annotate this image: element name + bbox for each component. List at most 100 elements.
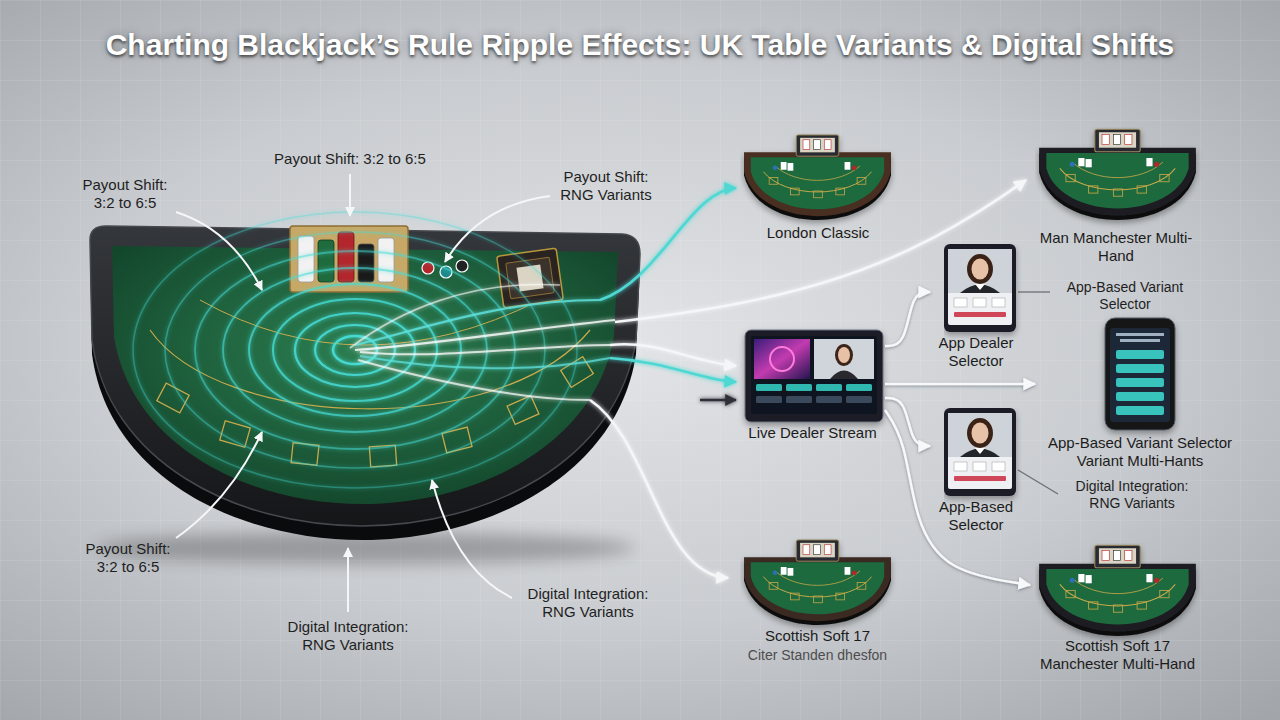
phone xyxy=(1105,318,1175,430)
live-dealer-tablet-part xyxy=(786,384,812,391)
ripple-streams-part xyxy=(350,284,560,348)
callout-label: Digital Integration: RNG Variants xyxy=(278,618,418,655)
live-dealer-tablet-part xyxy=(846,396,872,403)
side-leaders-part xyxy=(1018,470,1058,494)
phone-part xyxy=(1116,364,1164,373)
callout-label: App-Based Variant Selector xyxy=(1055,279,1195,313)
live-dealer-tablet-part xyxy=(838,347,850,363)
live-dealer-tablet-part xyxy=(770,347,794,371)
phone-part xyxy=(1116,392,1164,401)
variant-illustrations-part xyxy=(944,408,1016,496)
live-dealer-tablet-part xyxy=(835,344,853,366)
variant-node: App-Based Variant Selector Variant Multi… xyxy=(1035,316,1245,471)
flow-arrows-part xyxy=(600,188,736,300)
node-label: App Dealer Selector xyxy=(930,334,1022,371)
main-table-part xyxy=(358,244,374,282)
variant-illustrations-part xyxy=(744,135,891,220)
callout-leaders-part xyxy=(176,212,262,290)
ripple-streams xyxy=(350,284,615,400)
phone-part xyxy=(1116,333,1164,336)
callout-leaders xyxy=(176,174,550,612)
variant-illustrations-part xyxy=(744,540,891,625)
live-dealer-tablet-part xyxy=(756,396,782,403)
node-label: London Classic xyxy=(738,224,898,242)
flow-arrows-part xyxy=(700,399,736,401)
connector-arrow xyxy=(885,292,930,346)
ripple-streams-part xyxy=(360,356,610,368)
live-dealer-tablet-part xyxy=(830,371,858,380)
phone-part xyxy=(1120,339,1160,342)
live-dealer-tablet-part xyxy=(756,384,782,391)
callout-label: Digital Integration: RNG Variants xyxy=(518,585,658,622)
main-table-part xyxy=(220,421,251,447)
variant-node: Live Dealer Stream xyxy=(740,328,885,442)
node-label: Man Manchester Multi-Hand xyxy=(1030,229,1202,266)
phone-part xyxy=(1105,318,1175,430)
node-label: Scottish Soft 17 Manchester Multi-Hand xyxy=(1030,637,1205,674)
phone-part xyxy=(1110,328,1170,422)
node-label: App-Based Variant Selector Variant Multi… xyxy=(1035,434,1245,471)
connector-group xyxy=(885,292,1035,585)
live-dealer-tablet-part xyxy=(754,339,810,379)
flow-arrows-part xyxy=(610,358,736,382)
callout-label: Payout Shift: 3:2 to 6:5 xyxy=(78,540,178,577)
flow-arrows xyxy=(590,180,1026,578)
callout-label: Payout Shift: 3:2 to 6:5 xyxy=(75,176,175,213)
live-dealer-tablet-part xyxy=(814,339,874,379)
live-dealer-tablet-part xyxy=(751,336,877,414)
variant-illustrations-part xyxy=(944,244,1016,332)
variant-node: Scottish Soft 17 Manchester Multi-Hand xyxy=(1030,540,1205,674)
variant-node: Scottish Soft 17 Citer Standen dhesfon xyxy=(735,535,900,664)
main-table xyxy=(90,226,640,564)
main-table-part xyxy=(507,396,539,425)
main-table-part xyxy=(157,383,189,413)
callout-label: Payout Shift: 3:2 to 6:5 xyxy=(250,150,450,168)
main-table-part-part xyxy=(506,257,555,299)
node-label: App-Based Selector xyxy=(930,498,1022,535)
variant-node: App Dealer Selector xyxy=(930,242,1022,371)
variant-node: London Classic xyxy=(738,130,898,242)
ripple-streams-part xyxy=(360,345,610,354)
main-table-part xyxy=(378,238,394,282)
phone-part xyxy=(1116,350,1164,359)
side-leaders-part xyxy=(1018,291,1050,292)
variant-illustrations-part xyxy=(1039,129,1196,220)
ripple-streams-part xyxy=(358,360,590,400)
callout-leaders-part xyxy=(349,174,351,216)
diagram-title: Charting Blackjack’s Rule Ripple Effects… xyxy=(0,28,1280,62)
live-dealer-tablet-part xyxy=(846,384,872,391)
variant-node: App-Based Selector xyxy=(930,406,1022,535)
connector-arrow xyxy=(885,410,1030,585)
callout-label: Payout Shift: RNG Variants xyxy=(556,168,656,205)
flow-arrows-part xyxy=(610,344,736,366)
phone-part xyxy=(1116,378,1164,387)
callout-label: Digital Integration: RNG Variants xyxy=(1062,478,1202,512)
main-table-part xyxy=(318,240,334,282)
node-sublabel: Citer Standen dhesfon xyxy=(735,647,900,664)
main-table-part xyxy=(90,240,640,540)
connector-arrow xyxy=(885,383,1035,386)
node-label: Live Dealer Stream xyxy=(740,424,885,442)
phone-part xyxy=(1116,406,1164,415)
side-leaders xyxy=(1018,292,1058,494)
flow-arrows-part xyxy=(590,400,728,578)
live-dealer-tablet-part xyxy=(816,396,842,403)
callout-leaders-part xyxy=(176,432,262,538)
main-table-part xyxy=(338,232,354,282)
live-dealer-tablet xyxy=(745,330,883,422)
main-table-part-part xyxy=(516,264,543,291)
live-dealer-tablet-part xyxy=(786,396,812,403)
live-dealer-tablet-part xyxy=(816,384,842,391)
ripple-streams-part xyxy=(355,300,600,345)
callout-leaders-part xyxy=(445,196,550,262)
main-table-part xyxy=(112,246,618,504)
variant-node: Man Manchester Multi-Hand xyxy=(1030,125,1202,266)
live-dealer-tablet-part xyxy=(745,330,883,422)
variant-illustrations xyxy=(744,129,1196,636)
node-label: Scottish Soft 17 xyxy=(735,627,900,645)
